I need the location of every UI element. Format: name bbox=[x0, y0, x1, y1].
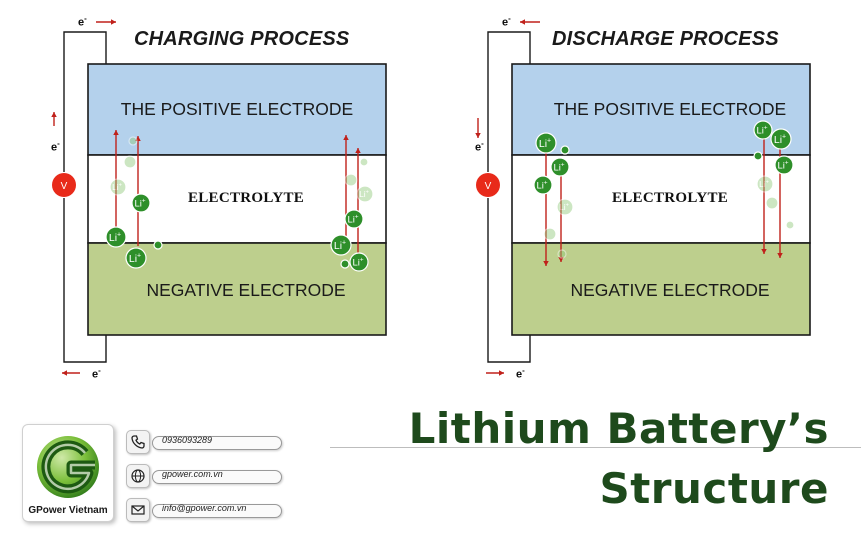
svg-text:Li+: Li+ bbox=[359, 189, 369, 199]
svg-text:Li+: Li+ bbox=[756, 124, 767, 136]
gpower-logo-icon bbox=[37, 436, 99, 498]
svg-text:Li+: Li+ bbox=[777, 159, 788, 171]
svg-text:V: V bbox=[485, 181, 492, 192]
svg-text:V: V bbox=[61, 181, 68, 192]
panel2-ion-faded-4: Li+ bbox=[756, 175, 774, 193]
panel1-ion-7 bbox=[340, 259, 350, 269]
svg-text:Li+: Li+ bbox=[134, 197, 145, 209]
panel2-ion-7 bbox=[753, 151, 763, 161]
phone-number: 0936093289 bbox=[162, 435, 213, 445]
panel2-voltage-source: V bbox=[476, 173, 500, 197]
svg-text:Li+: Li+ bbox=[553, 161, 564, 173]
panel1-ion-faded-3: Li+ bbox=[109, 178, 127, 196]
panel1-ion-arrow-1 bbox=[113, 130, 119, 230]
panel2-positive-electrode bbox=[511, 63, 811, 156]
charging-electron-top-label: e- bbox=[78, 14, 87, 29]
panel1-ion-faded-1 bbox=[128, 136, 138, 146]
panel2-ion-6: Li+ bbox=[770, 128, 792, 150]
charging-negative-label: NEGATIVE ELECTRODE bbox=[146, 280, 346, 300]
mail-icon bbox=[126, 498, 150, 522]
panel2-electron-arrow-bottom bbox=[486, 370, 504, 376]
panel2-ion-5: Li+ bbox=[753, 120, 773, 140]
panel2-ion-3: Li+ bbox=[550, 157, 570, 177]
website-contact[interactable]: gpower.com.vn bbox=[126, 464, 282, 488]
panel1-ion-8: Li+ bbox=[349, 252, 369, 272]
panel1-ion-3 bbox=[153, 240, 163, 250]
panel1-voltage-source: V bbox=[52, 173, 76, 197]
panel1-electron-arrow-side bbox=[51, 112, 57, 126]
brand-name: GPower Vietnam bbox=[28, 505, 108, 516]
panel2-wire-bottom bbox=[487, 198, 531, 363]
panel1-ion-faded-5 bbox=[344, 173, 358, 187]
main-title-line2: Structure bbox=[599, 464, 829, 513]
panel1-electron-arrow-top bbox=[96, 19, 116, 25]
discharge-positive-label: THE POSITIVE ELECTRODE bbox=[553, 99, 787, 119]
globe-icon bbox=[126, 464, 150, 488]
discharge-electron-top-label: e- bbox=[502, 14, 511, 29]
svg-text:Li+: Li+ bbox=[759, 179, 769, 189]
discharge-electron-side-label: e- bbox=[475, 139, 484, 154]
panel1-ion-5: Li+ bbox=[344, 209, 364, 229]
discharge-electron-bottom-label: e- bbox=[516, 366, 525, 381]
panel2-ion-2 bbox=[560, 145, 570, 155]
svg-text:Li+: Li+ bbox=[347, 213, 358, 225]
panel1-ion-6: Li+ bbox=[330, 234, 352, 256]
panel2-ion-faded-6 bbox=[785, 220, 795, 230]
panel2-wire-top bbox=[487, 31, 531, 172]
panel2-ion-arrow-2 bbox=[558, 168, 564, 262]
panel2-ion-1: Li+ bbox=[535, 132, 557, 154]
panel1-ion-arrow-2 bbox=[135, 136, 141, 246]
panel1-ion-4: Li+ bbox=[125, 247, 147, 269]
discharge-title: DISCHARGE PROCESS bbox=[552, 28, 779, 50]
discharge-electrolyte-label: ELECTROLYTE bbox=[611, 190, 729, 206]
panel2-ion-arrow-3 bbox=[761, 138, 767, 254]
panel2-ion-faded-2 bbox=[543, 227, 557, 241]
panel1-ion-arrow-3 bbox=[343, 135, 349, 248]
main-title-line1: Lithium Battery’s bbox=[408, 404, 829, 453]
email-contact[interactable]: info@gpower.com.vn bbox=[126, 498, 282, 522]
panel1-ion-faded-2 bbox=[123, 155, 137, 169]
phone-contact[interactable]: 0936093289 bbox=[126, 430, 282, 454]
panel1-ion-1: Li+ bbox=[131, 193, 151, 213]
phone-icon bbox=[126, 430, 150, 454]
charging-electron-side-label: e- bbox=[51, 139, 60, 154]
panel2-ion-faded-3 bbox=[557, 249, 567, 259]
title-divider bbox=[330, 447, 861, 448]
charging-electron-bottom-label: e- bbox=[92, 366, 101, 381]
panel2-ion-faded-1: Li+ bbox=[556, 198, 574, 216]
panel2-ion-faded-5 bbox=[765, 196, 779, 210]
panel1-ion-2: Li+ bbox=[105, 226, 127, 248]
panel1-ion-arrow-4 bbox=[355, 148, 361, 255]
website-url: gpower.com.vn bbox=[162, 469, 223, 479]
discharge-negative-label: NEGATIVE ELECTRODE bbox=[570, 280, 770, 300]
svg-text:Li+: Li+ bbox=[536, 179, 547, 191]
charging-electrolyte-label: ELECTROLYTE bbox=[187, 190, 305, 206]
svg-text:Li+: Li+ bbox=[112, 182, 122, 192]
charging-title: CHARGING PROCESS bbox=[134, 28, 350, 50]
brand-logo-box: GPower Vietnam bbox=[22, 424, 114, 522]
panel1-electron-arrow-bottom bbox=[62, 370, 80, 376]
svg-text:Li+: Li+ bbox=[559, 202, 569, 212]
panel1-ion-faded-6: Li+ bbox=[356, 185, 374, 203]
panel2-ion-arrow-1 bbox=[543, 150, 549, 266]
panel2-ion-8: Li+ bbox=[774, 155, 794, 175]
panel2-electron-arrow-top bbox=[520, 19, 540, 25]
panel2-electron-arrow-side bbox=[475, 118, 481, 138]
panel1-ion-faded-4 bbox=[359, 157, 369, 167]
panel2-ion-4: Li+ bbox=[533, 175, 553, 195]
panel1-wire-top bbox=[63, 31, 107, 172]
charging-positive-label: THE POSITIVE ELECTRODE bbox=[120, 99, 354, 119]
svg-text:Li+: Li+ bbox=[352, 256, 363, 268]
email-address: info@gpower.com.vn bbox=[162, 503, 247, 513]
panel1-wire-bottom bbox=[63, 198, 107, 363]
